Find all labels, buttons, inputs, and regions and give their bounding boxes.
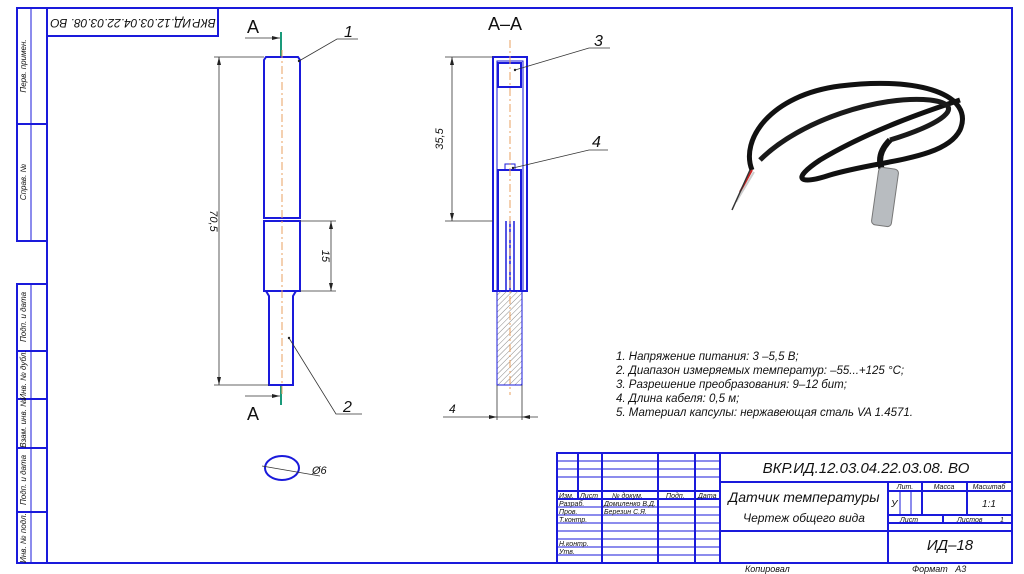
- footer-format: Формат А3: [912, 564, 966, 574]
- hdr-doc: № докум.: [612, 492, 643, 500]
- note-5: 5. Материал капсулы: нержавеющая сталь V…: [616, 407, 913, 419]
- organization: ИД–18: [927, 537, 974, 554]
- footer-copied: Копировал: [745, 564, 790, 574]
- sheet-label: Лист: [899, 517, 918, 524]
- side-view: А А 70,5 15 1 2 Ø6: [207, 17, 362, 481]
- prov-name: Березин С.Я.: [604, 509, 647, 516]
- row-razrab: Разраб.: [559, 500, 584, 508]
- callout-1: 1: [344, 24, 353, 41]
- cable-hatched: [496, 290, 523, 386]
- stamp-perv-primen: Перв. примен.: [19, 39, 28, 92]
- section-title: А–А: [488, 14, 522, 34]
- sheet-frame: [46, 7, 1013, 564]
- rotated-stamp-text: ВКР.ИД.12.03.04.22.03.08. ВО: [50, 16, 215, 30]
- side-stamp-column: Перв. примен. Справ. № Подп. и дата Инв.…: [16, 7, 48, 564]
- scale-label: Масштаб: [973, 483, 1007, 491]
- note-3: 3. Разрешение преобразования: 9–12 бит;: [616, 379, 847, 391]
- note-4: 4. Длина кабеля: 0,5 м;: [616, 393, 739, 405]
- hdr-podp: Подп.: [666, 492, 685, 500]
- sensor-photo: [731, 80, 965, 228]
- hdr-izm: Изм.: [559, 493, 574, 500]
- hdr-data: Дата: [697, 493, 717, 500]
- sheets-value: 1: [1000, 517, 1004, 524]
- sheets-label: Листов: [956, 517, 983, 524]
- section-view: А–А 35,5 4 3 4: [434, 14, 610, 420]
- row-utv: Утв.: [558, 549, 575, 556]
- technical-notes: 1. Напряжение питания: 3 –5,5 В; 2. Диап…: [615, 351, 913, 419]
- callout-3: 3: [594, 33, 603, 50]
- scale-value: 1:1: [982, 499, 996, 510]
- dim-tip-width: 4: [449, 402, 456, 416]
- stamp-inv-podl: Инв. № подл.: [19, 513, 28, 563]
- dim-section-length: 35,5: [434, 127, 446, 149]
- stamp-vzam-inv: Взам. инв. №: [19, 398, 28, 448]
- row-tkontr: Т.контр.: [559, 517, 587, 524]
- hdr-list: Лист: [579, 493, 598, 500]
- stamp-inv-dubl: Инв. № дубл.: [19, 350, 28, 399]
- razrab-name: Домиленко В.Д.: [603, 501, 656, 508]
- title-block: Изм. Лист № докум. Подп. Дата Разраб. До…: [556, 452, 1013, 564]
- section-label-top: А: [247, 17, 259, 37]
- cable-sleeve: [265, 290, 297, 386]
- section-label-bottom: А: [247, 404, 259, 424]
- drawing-type: Чертеж общего вида: [743, 511, 865, 525]
- note-2: 2. Диапазон измеряемых температур: –55..…: [615, 365, 904, 377]
- stamp-podp-data-2: Подп. и дата: [19, 454, 28, 505]
- dim-total-length: 70,5: [207, 210, 219, 232]
- stamp-sprav: Справ. №: [19, 163, 28, 200]
- dim-lower-part: 15: [319, 250, 331, 263]
- massa-label: Масса: [934, 484, 955, 491]
- note-1: 1. Напряжение питания: 3 –5,5 В;: [616, 351, 799, 363]
- designation: ВКР.ИД.12.03.04.22.03.08. ВО: [763, 460, 970, 477]
- callout-4: 4: [592, 134, 601, 151]
- drawing-name: Датчик температуры: [726, 489, 880, 505]
- steel-capsule: [871, 166, 899, 228]
- capsule-body: [263, 56, 301, 219]
- dim-diameter: Ø6: [311, 465, 328, 477]
- lit-label: Лит.: [896, 484, 913, 491]
- stamp-podp-data-1: Подп. и дата: [19, 291, 28, 342]
- callout-2: 2: [342, 399, 352, 416]
- row-nkontr: Н.контр.: [559, 541, 589, 548]
- row-prov: Пров.: [559, 509, 578, 516]
- lit-value: У: [890, 499, 899, 510]
